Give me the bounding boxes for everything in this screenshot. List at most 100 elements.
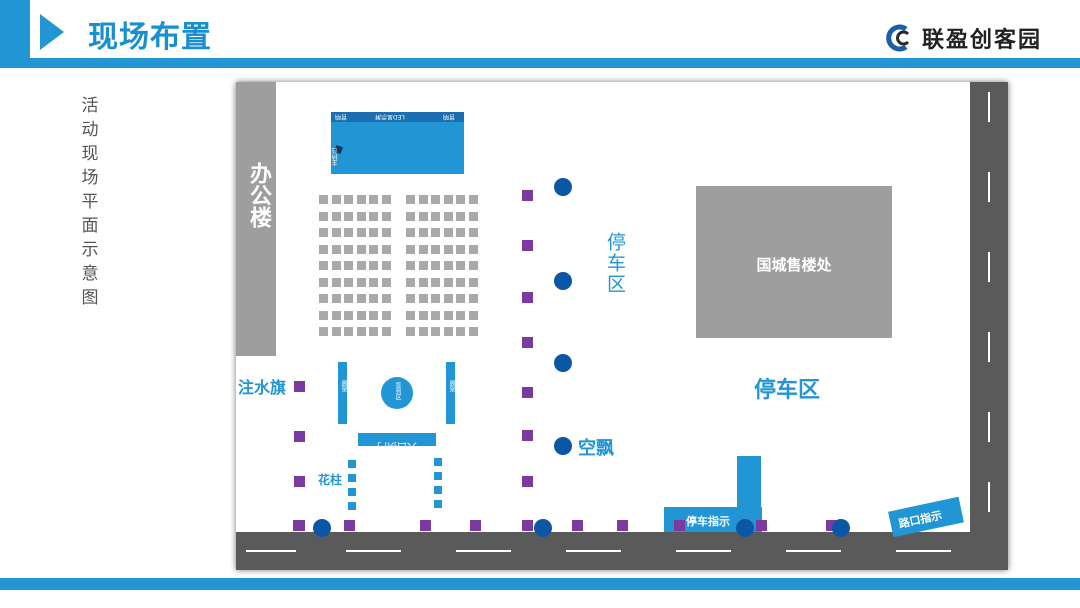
seat bbox=[456, 294, 465, 303]
water-flag-post bbox=[522, 387, 533, 398]
seat bbox=[319, 294, 328, 303]
seat bbox=[468, 310, 478, 320]
seat bbox=[344, 310, 353, 320]
sign-in-circle-label: 签到区 bbox=[394, 382, 401, 400]
seat bbox=[369, 195, 378, 204]
standee-left-label: 展架 bbox=[340, 380, 347, 392]
balloon-dot bbox=[554, 178, 572, 196]
balloon-dot bbox=[554, 437, 572, 455]
entrance-arch-label: 入口拱门 bbox=[377, 440, 417, 451]
water-flag-post bbox=[294, 476, 305, 487]
water-flag-post bbox=[522, 337, 533, 348]
water-flag-post bbox=[522, 476, 533, 487]
seat bbox=[418, 244, 428, 254]
page-title: 现场布置 bbox=[88, 20, 212, 55]
seat bbox=[344, 277, 353, 287]
water-flag-post bbox=[293, 520, 304, 531]
water-flag-post bbox=[470, 520, 481, 531]
parking-label-main: 停车区 bbox=[754, 378, 821, 403]
seat bbox=[369, 277, 378, 287]
water-flag-post bbox=[420, 520, 431, 531]
seat bbox=[406, 277, 415, 287]
seat bbox=[331, 327, 341, 336]
seat bbox=[369, 261, 378, 270]
stage: LED显示屏 音响 音响 主持台 bbox=[331, 112, 464, 174]
entrance-arch: 入口拱门 bbox=[358, 433, 436, 451]
balloon-dot bbox=[554, 354, 572, 372]
water-flag-post bbox=[294, 381, 305, 392]
seat bbox=[356, 310, 366, 320]
seat bbox=[468, 244, 478, 254]
seat bbox=[431, 277, 440, 287]
seat bbox=[331, 195, 341, 204]
water-flag-post bbox=[572, 520, 583, 531]
seat bbox=[418, 261, 428, 270]
seat bbox=[319, 228, 328, 237]
seat bbox=[344, 228, 353, 237]
balloon-dot bbox=[736, 519, 754, 537]
seat bbox=[331, 244, 341, 254]
water-flag-post bbox=[294, 431, 305, 442]
seat bbox=[344, 261, 353, 270]
seat bbox=[456, 277, 465, 287]
water-flag-post bbox=[756, 520, 767, 531]
seat bbox=[381, 277, 391, 287]
seat bbox=[431, 310, 440, 320]
seat bbox=[369, 327, 378, 336]
header-accent-bar bbox=[0, 0, 30, 68]
seat bbox=[456, 327, 465, 336]
flower-pillar bbox=[348, 488, 356, 496]
flower-pillar bbox=[348, 474, 356, 482]
seat bbox=[431, 228, 440, 237]
seat bbox=[381, 195, 391, 204]
seat bbox=[319, 261, 328, 270]
balloon-dot bbox=[832, 519, 850, 537]
seat bbox=[443, 327, 453, 336]
seat bbox=[381, 310, 391, 320]
seat bbox=[381, 211, 391, 221]
seat bbox=[418, 211, 428, 221]
seat bbox=[443, 244, 453, 254]
seat bbox=[369, 310, 378, 320]
seat bbox=[319, 195, 328, 204]
seat bbox=[468, 327, 478, 336]
seat bbox=[468, 294, 478, 303]
host-desk-label: 主持台 bbox=[332, 148, 339, 166]
seat bbox=[406, 294, 415, 303]
flower-pillar bbox=[434, 472, 442, 480]
seat bbox=[456, 195, 465, 204]
site-plan-map: 办公楼 LED显示屏 音响 音响 主持台 展架 展架 签到区 bbox=[236, 82, 1008, 570]
seat bbox=[443, 211, 453, 221]
sales-office: 国城售楼处 bbox=[696, 186, 892, 338]
seating-block-left bbox=[319, 195, 394, 343]
seat bbox=[356, 277, 366, 287]
standee-right-label: 展架 bbox=[448, 380, 455, 392]
seat bbox=[431, 294, 440, 303]
seat bbox=[406, 244, 415, 254]
seat bbox=[331, 228, 341, 237]
seat bbox=[443, 294, 453, 303]
seat bbox=[331, 211, 341, 221]
flower-pillar bbox=[434, 486, 442, 494]
seat bbox=[443, 277, 453, 287]
seat bbox=[319, 244, 328, 254]
led-screen-label: LED显示屏 bbox=[375, 113, 405, 120]
seat bbox=[468, 277, 478, 287]
seat bbox=[418, 310, 428, 320]
play-arrow-icon bbox=[40, 14, 64, 50]
flower-pillar bbox=[434, 500, 442, 508]
header-divider bbox=[30, 58, 1080, 68]
seat bbox=[456, 211, 465, 221]
seat bbox=[443, 195, 453, 204]
water-flag-post bbox=[674, 520, 685, 531]
seat bbox=[381, 294, 391, 303]
seat bbox=[331, 277, 341, 287]
seat bbox=[381, 261, 391, 270]
flower-pillar bbox=[348, 460, 356, 468]
seat bbox=[344, 294, 353, 303]
seat bbox=[331, 261, 341, 270]
seat bbox=[319, 310, 328, 320]
seat bbox=[356, 211, 366, 221]
seat bbox=[356, 244, 366, 254]
seat bbox=[418, 195, 428, 204]
